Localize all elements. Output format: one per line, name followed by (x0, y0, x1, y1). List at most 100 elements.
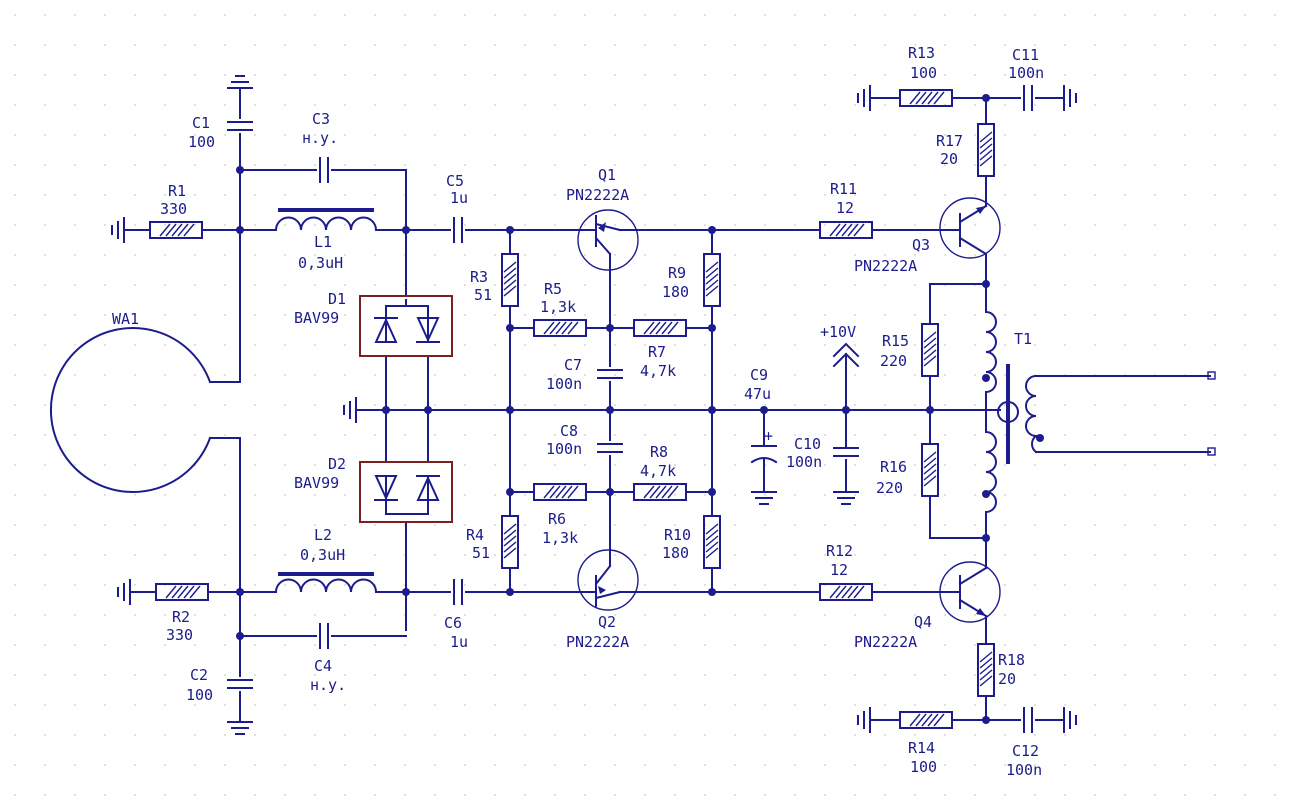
q4-ref: Q4 (914, 613, 932, 631)
r4-ref: R4 (466, 526, 484, 544)
resistor-r11: R11 12 (819, 180, 873, 239)
resistor-r18: R18 20 (977, 643, 1025, 697)
c7-ref: C7 (564, 356, 582, 374)
c8-ref: C8 (560, 422, 578, 440)
t1-ref: T1 (1014, 330, 1032, 348)
c6-value: 1u (450, 633, 468, 651)
capacitor-c8: C8 100n (546, 422, 623, 458)
capacitor-c9: + C9 47u (744, 366, 778, 464)
r10-value: 180 (662, 544, 689, 562)
r3-value: 51 (474, 286, 492, 304)
resistor-r10: R10 180 (662, 515, 721, 569)
capacitor-c5: C5 1u (446, 172, 468, 243)
r7-ref: R7 (648, 343, 666, 361)
c5-value: 1u (450, 189, 468, 207)
c10-value: 100n (786, 453, 822, 471)
capacitor-c3: C3 н.у. (302, 110, 338, 183)
resistor-r12: R12 12 (819, 542, 873, 601)
r2-ref: R2 (172, 608, 190, 626)
capacitor-c11: C11 100n (1008, 46, 1044, 111)
junction-dot (708, 324, 716, 332)
q2-value: PN2222A (566, 633, 629, 651)
r6-ref: R6 (548, 510, 566, 528)
q1-value: PN2222A (566, 186, 629, 204)
junction-dot (236, 632, 244, 640)
q4-value: PN2222A (854, 633, 917, 651)
junction-dot (760, 406, 768, 414)
resistor-r17: R17 20 (936, 123, 995, 177)
c11-value: 100n (1008, 64, 1044, 82)
r1-value: 330 (160, 200, 187, 218)
capacitor-c7: C7 100n (546, 356, 623, 393)
r5-ref: R5 (544, 280, 562, 298)
transistor-q1: Q1 PN2222A (566, 166, 639, 273)
supply-label: +10V (820, 323, 856, 341)
resistor-r2: R2 330 (155, 583, 209, 644)
l1-value: 0,3uH (298, 254, 343, 272)
junction-dot (236, 166, 244, 174)
junction-dot (506, 226, 514, 234)
r18-ref: R18 (998, 651, 1025, 669)
r15-value: 220 (880, 352, 907, 370)
d1-ref: D1 (328, 290, 346, 308)
r12-ref: R12 (826, 542, 853, 560)
c5-ref: C5 (446, 172, 464, 190)
r11-ref: R11 (830, 180, 857, 198)
q2-ref: Q2 (598, 613, 616, 631)
junction-dot (236, 226, 244, 234)
r2-value: 330 (166, 626, 193, 644)
c4-ref: C4 (314, 657, 332, 675)
c1-ref: C1 (192, 114, 210, 132)
junction-dot (982, 94, 990, 102)
r9-value: 180 (662, 283, 689, 301)
junction-dot (402, 226, 410, 234)
junction-dot (982, 280, 990, 288)
c11-ref: C11 (1012, 46, 1039, 64)
q3-ref: Q3 (912, 236, 930, 254)
capacitor-c1: C1 100 (188, 114, 253, 151)
junction-dot (926, 406, 934, 414)
r16-value: 220 (876, 479, 903, 497)
capacitor-c6: C6 1u (444, 579, 468, 651)
diode-d2: D2 BAV99 (294, 455, 453, 523)
junction-dot (982, 534, 990, 542)
junction-dot (606, 406, 614, 414)
r17-value: 20 (940, 150, 958, 168)
junction-dot (506, 488, 514, 496)
l2-ref: L2 (314, 526, 332, 544)
transistor-q2: Q2 PN2222A (566, 547, 639, 651)
junction-dot (842, 406, 850, 414)
c3-ref: C3 (312, 110, 330, 128)
r7-value: 4,7k (640, 362, 676, 380)
r9-ref: R9 (668, 264, 686, 282)
r17-ref: R17 (936, 132, 963, 150)
c2-value: 100 (186, 686, 213, 704)
resistor-r16: R16 220 (876, 443, 939, 497)
inductor-l2: L2 0,3uH (274, 526, 378, 594)
resistor-r15: R15 220 (880, 323, 939, 377)
supply-10v: +10V (820, 323, 860, 368)
transformer-t1: T1 (982, 310, 1216, 514)
junction-dot (708, 588, 716, 596)
r10-ref: R10 (664, 526, 691, 544)
resistor-r9: R9 180 (662, 253, 721, 307)
transistor-q3: Q3 PN2222A (854, 197, 1001, 275)
c6-ref: C6 (444, 614, 462, 632)
c9-ref: C9 (750, 366, 768, 384)
junction-dot (606, 488, 614, 496)
r1-ref: R1 (168, 182, 186, 200)
r18-value: 20 (998, 670, 1016, 688)
d1-value: BAV99 (294, 309, 339, 327)
inductor-l1: L1 0,3uH (274, 208, 378, 272)
junction-dot (506, 588, 514, 596)
junction-dot (982, 716, 990, 724)
junction-dot (382, 406, 390, 414)
c2-ref: C2 (190, 666, 208, 684)
junction-dot (606, 324, 614, 332)
c7-value: 100n (546, 375, 582, 393)
c9-polarity: + (764, 427, 773, 445)
resistor-r4: R4 51 (466, 515, 519, 569)
resistor-r1: R1 330 (149, 182, 203, 239)
